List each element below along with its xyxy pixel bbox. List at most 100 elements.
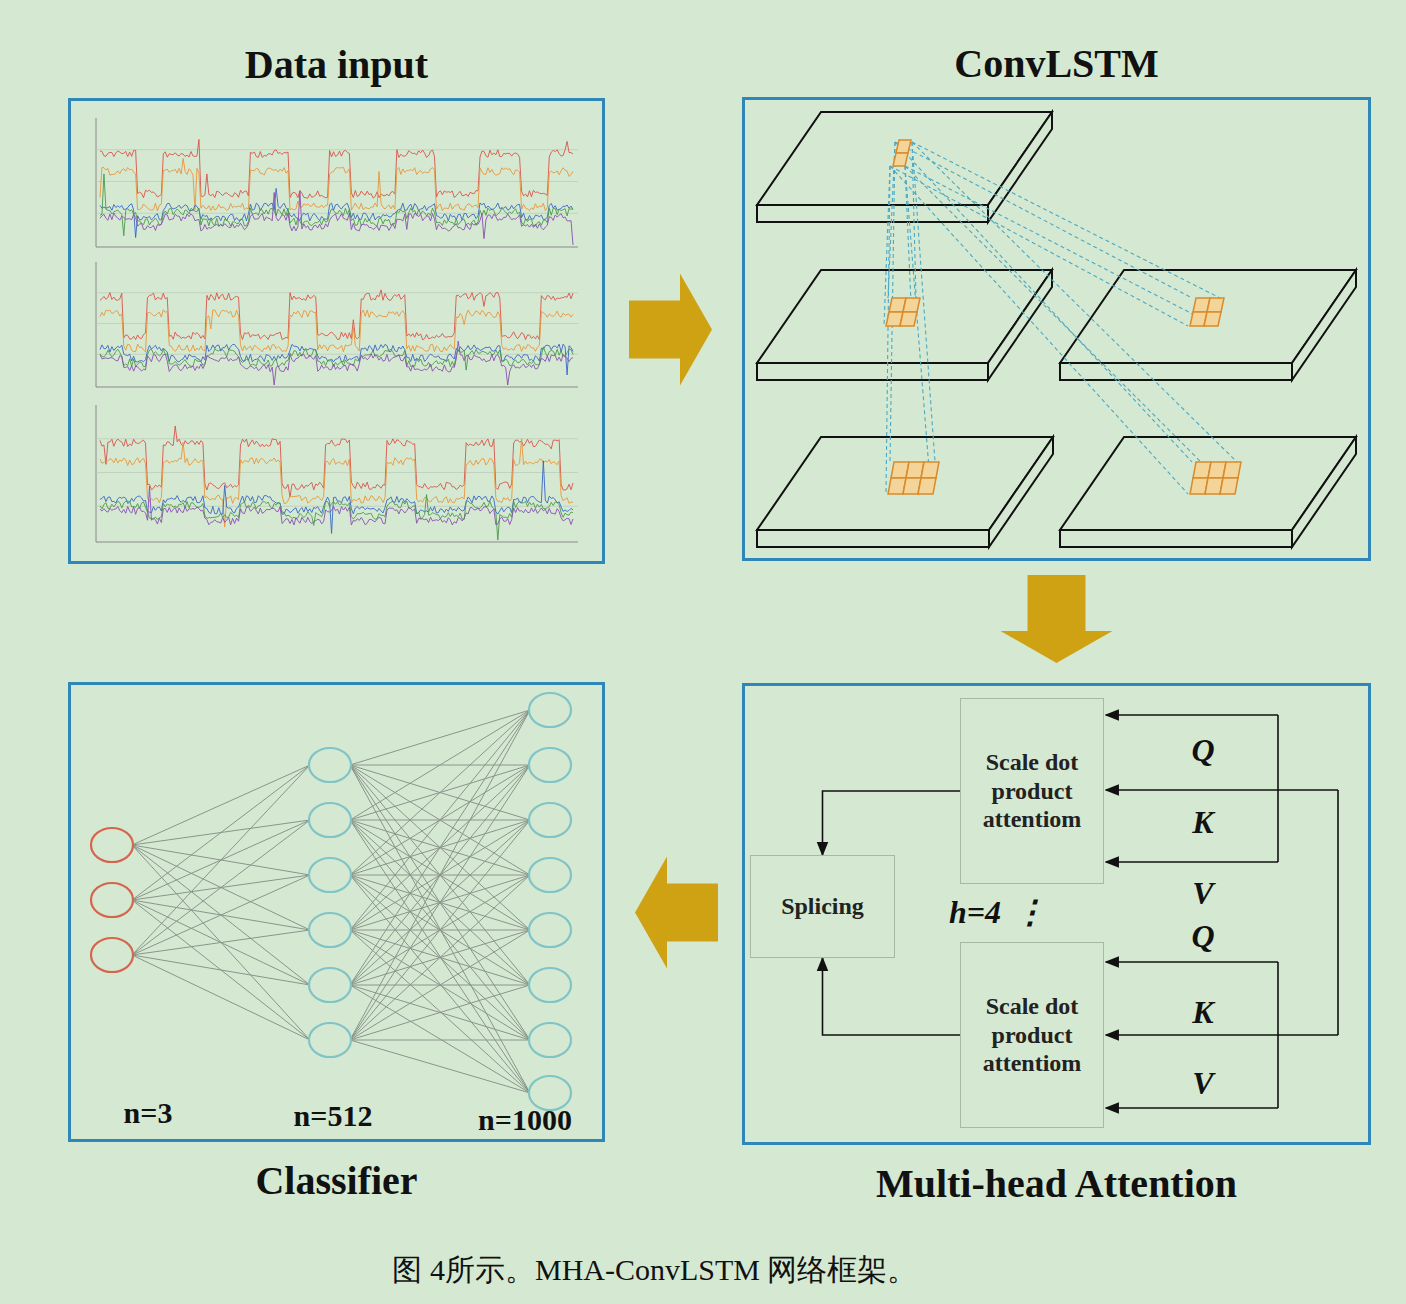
attention-box: Scale dot product attentiom [960, 698, 1104, 884]
flow-arrow [635, 857, 718, 969]
kernel-cell [896, 140, 911, 153]
kernel-patch [888, 462, 939, 494]
slab-face [757, 363, 988, 380]
feature-map-slab [1060, 270, 1356, 380]
slab-face [1060, 530, 1292, 547]
attention-box: Scale dot product attentiom [960, 942, 1104, 1128]
neuron [309, 803, 351, 837]
grid-line [96, 181, 578, 182]
kernel-patch [1190, 298, 1224, 326]
receptive-field-line [890, 166, 1188, 494]
feature-map-slab [757, 270, 1052, 380]
kernel-cell [900, 312, 917, 326]
receptive-field-line [886, 166, 890, 494]
receptive-field-line [905, 166, 1233, 494]
weight-line [132, 845, 310, 985]
weight-line [132, 955, 310, 985]
kernel-cell [918, 478, 936, 494]
classifier-network [91, 693, 571, 1110]
kernel-cell [893, 153, 908, 166]
neuron [91, 883, 133, 917]
slab-face [1292, 437, 1356, 547]
weight-line [350, 1040, 530, 1093]
feature-map-slab [1060, 437, 1356, 547]
neuron [91, 828, 133, 862]
weight-line [350, 875, 530, 1040]
wire [1106, 714, 1278, 716]
kernel-cell [1204, 312, 1221, 326]
neuron [529, 1076, 571, 1110]
grid-line [96, 149, 578, 150]
weight-line [132, 765, 310, 900]
wire [1277, 715, 1279, 862]
neuron [309, 913, 351, 947]
wire [1106, 861, 1278, 863]
attention-label: ⋮ [1014, 893, 1046, 931]
weight-line [350, 930, 530, 1040]
kernel-cell [1207, 298, 1224, 312]
qkv-wires [1106, 715, 1338, 1108]
kernel-cell [921, 462, 939, 478]
signal-trace [100, 439, 573, 527]
slab-face [988, 112, 1052, 222]
kernel-cell [1223, 462, 1241, 478]
neuron [529, 913, 571, 947]
data-flow-line [823, 791, 961, 855]
weight-line [350, 930, 530, 1093]
neuron [529, 748, 571, 782]
attention-label: V [1192, 875, 1213, 912]
slab-face [988, 270, 1052, 380]
flow-arrow [629, 274, 712, 386]
wire [1106, 789, 1338, 791]
figure-caption: 图 4所示。MHA-ConvLSTM 网络框架。 [0, 1250, 1310, 1291]
panel-heading: ConvLSTM [705, 40, 1406, 87]
data-flow-line [823, 958, 961, 1035]
panel-heading: Data input [31, 41, 642, 88]
receptive-field-line [912, 142, 1220, 298]
neuron [309, 858, 351, 892]
time-series-charts [96, 118, 578, 542]
receptive-field-line [905, 166, 1216, 326]
wire [1337, 790, 1339, 1035]
attention-label: h=4 [949, 894, 1001, 931]
grid-line [96, 438, 578, 439]
kernel-cell [1220, 478, 1238, 494]
weight-line [350, 710, 530, 985]
neuron [91, 938, 133, 972]
weight-line [132, 955, 310, 1040]
receptive-field-line [890, 166, 1188, 326]
weight-line [132, 765, 310, 955]
neuron [529, 693, 571, 727]
weight-line [350, 710, 530, 1040]
weight-line [132, 845, 310, 1040]
weight-line [350, 820, 530, 1040]
wire [1277, 962, 1279, 1108]
weight-line [350, 820, 530, 1040]
signal-trace [100, 486, 573, 525]
slab-face [1292, 270, 1356, 380]
grid-line [96, 292, 578, 293]
weight-line [350, 820, 530, 1093]
chart-axis [96, 118, 578, 247]
attention-panel: Multi-head AttentionScale dot product at… [742, 683, 1371, 1145]
weight-line [350, 985, 530, 1093]
signal-trace [100, 158, 573, 210]
grid-line [96, 506, 578, 507]
weight-line [350, 985, 530, 1040]
layer-size-label: n=512 [294, 1099, 373, 1133]
attention-label: K [1192, 804, 1213, 841]
neuron [529, 803, 571, 837]
neuron [529, 968, 571, 1002]
weight-line [350, 710, 530, 765]
weight-line [350, 930, 530, 1040]
box-label: Scale dot product attentiom [983, 992, 1082, 1078]
weight-line [132, 820, 310, 955]
signal-trace [100, 290, 573, 340]
panel-heading: Classifier [31, 1157, 642, 1204]
wire [1106, 1107, 1278, 1109]
weight-line [132, 900, 310, 1040]
slab-face [989, 437, 1053, 547]
